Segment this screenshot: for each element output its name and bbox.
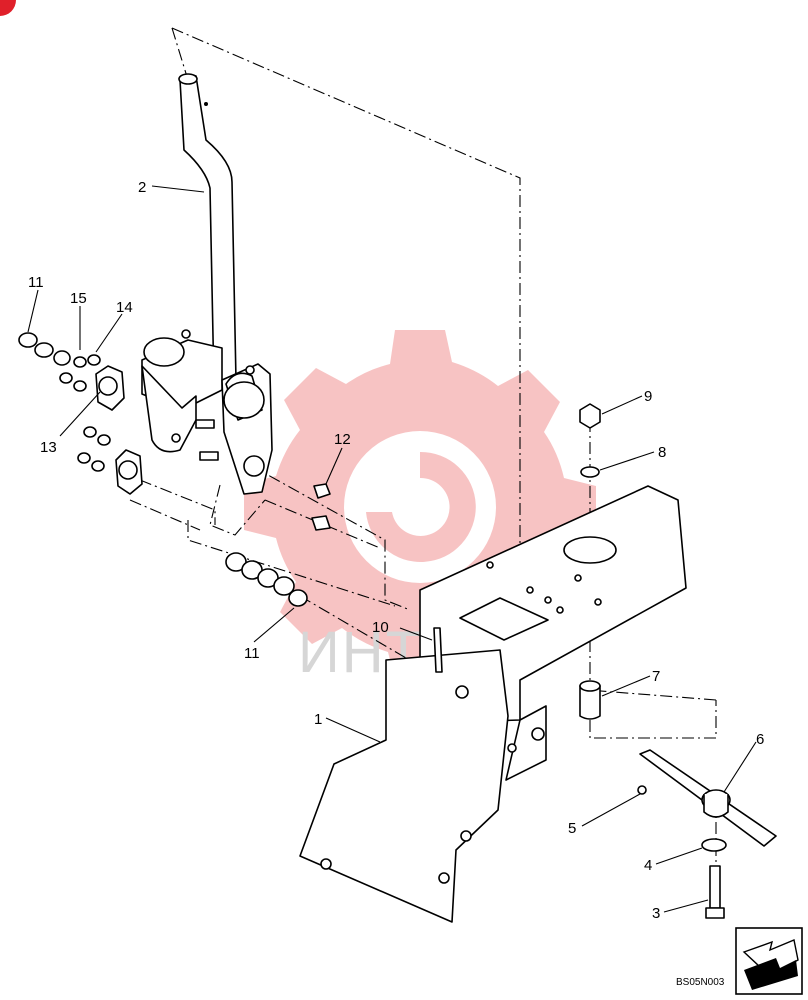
- callout-10: 10: [372, 619, 389, 636]
- callout-6: 6: [756, 731, 764, 748]
- mounting-plate: [299, 485, 687, 923]
- lever-bracket: [141, 329, 273, 495]
- callout-9: 9: [644, 388, 652, 405]
- callout-2: 2: [138, 179, 146, 196]
- shift-lever: [178, 73, 237, 387]
- callout-12: 12: [334, 431, 351, 448]
- callouts: 2 11 15 14 13 12 10 11 1 9 8 7 6 5 4 3: [28, 179, 764, 922]
- callout-1: 1: [314, 711, 322, 728]
- callout-14: 14: [116, 299, 133, 316]
- callout-13: 13: [40, 439, 57, 456]
- pin-bolts: [311, 483, 331, 531]
- left-hardware: [18, 332, 143, 495]
- callout-3: 3: [652, 905, 660, 922]
- washer-stack: [225, 552, 308, 607]
- callout-5: 5: [568, 820, 576, 837]
- callout-4: 4: [644, 857, 652, 874]
- callout-11-top: 11: [28, 274, 44, 291]
- leader-lines: [27, 185, 757, 913]
- corner-mark: [0, 0, 16, 16]
- pivot-hardware: [579, 403, 777, 919]
- callout-8: 8: [658, 444, 666, 461]
- drawing-code: BS05N003: [676, 977, 725, 988]
- callout-11-bottom: 11: [244, 645, 260, 662]
- roll-pin: [433, 627, 443, 673]
- callout-7: 7: [652, 668, 660, 685]
- arrow-down-left-icon[interactable]: [735, 927, 803, 995]
- callout-15: 15: [70, 290, 87, 307]
